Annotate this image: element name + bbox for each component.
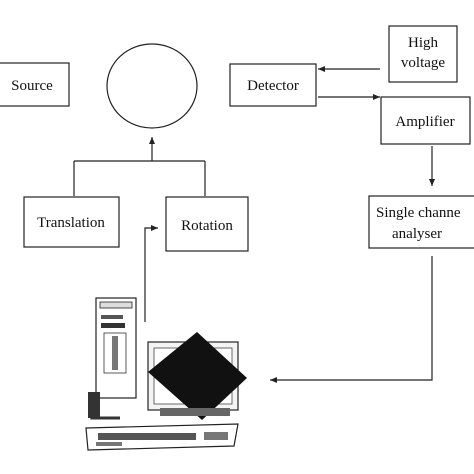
amplifier-label: Amplifier bbox=[395, 114, 454, 130]
translation-box: Translation bbox=[23, 196, 120, 248]
sca-label-line1: Single channe bbox=[376, 205, 461, 221]
sample-circle bbox=[106, 43, 198, 129]
source-label: Source bbox=[11, 78, 53, 94]
high-voltage-label-line1: High bbox=[408, 35, 439, 51]
detector-label: Detector bbox=[247, 78, 299, 94]
detector-box: Detector bbox=[229, 63, 317, 107]
sca-label-line2: analyser bbox=[392, 226, 442, 242]
sca-to-computer-arrow bbox=[270, 256, 433, 383]
computer-icon bbox=[85, 297, 247, 451]
rotation-label: Rotation bbox=[181, 218, 233, 234]
translation-label: Translation bbox=[37, 215, 105, 231]
rotation-box: Rotation bbox=[165, 196, 249, 252]
source-box: Source bbox=[0, 62, 70, 107]
computer-to-motion-control-arrow bbox=[144, 225, 158, 322]
high-voltage-box: High voltage bbox=[388, 25, 458, 83]
high-voltage-label-line2: voltage bbox=[401, 55, 445, 71]
amplifier-box: Amplifier bbox=[380, 96, 471, 145]
single-channel-analyser-box: Single channe analyser bbox=[368, 195, 474, 249]
